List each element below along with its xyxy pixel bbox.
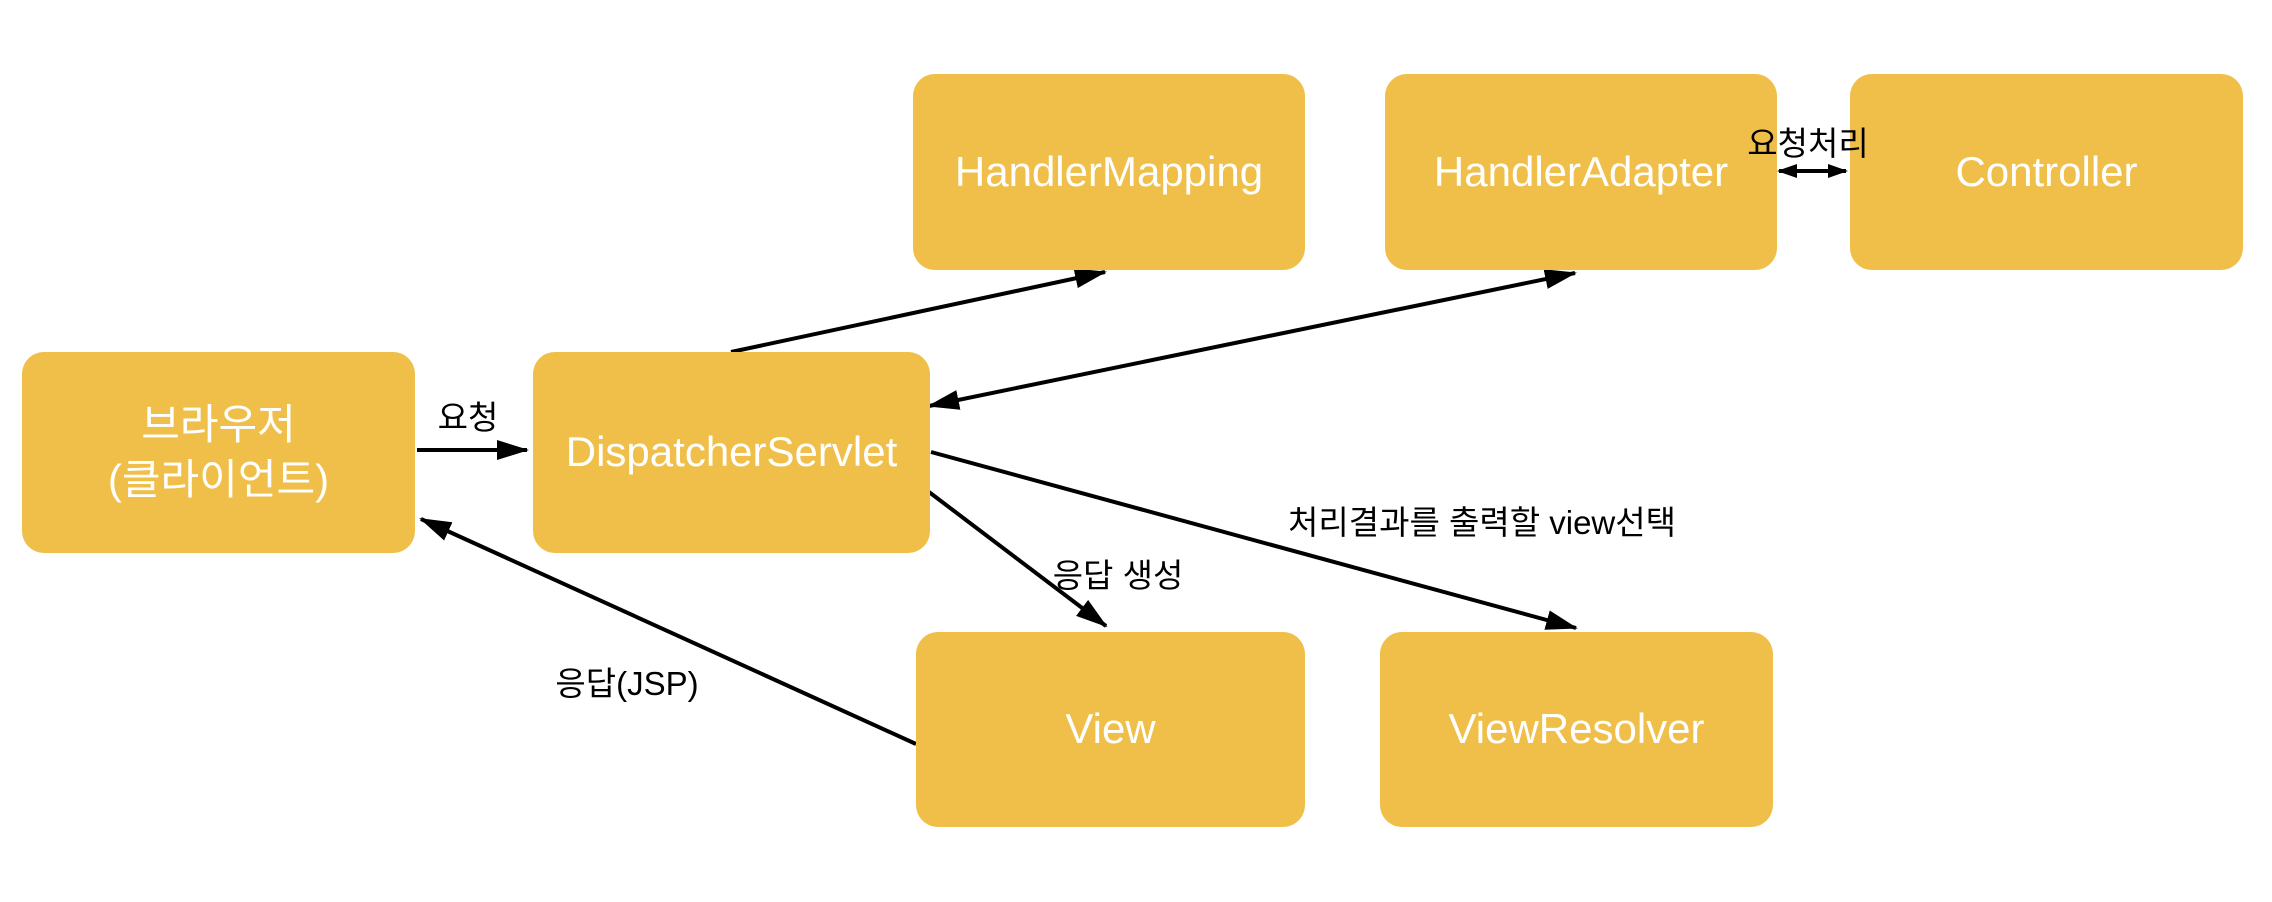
arrow-view-to-browser: [419, 517, 917, 746]
node-handler-mapping: HandlerMapping: [913, 74, 1305, 270]
arrow-dispatcher-to-handlermapping: [730, 268, 1107, 354]
node-dispatcher-servlet: DispatcherServlet: [533, 352, 930, 553]
arrow-dispatcher-to-view: [927, 490, 1108, 628]
arrow-dispatcher-handleradapter-bidirectional: [927, 269, 1577, 410]
node-handler-adapter: HandlerAdapter: [1385, 74, 1777, 270]
edge-label-response-jsp: 응답(JSP): [555, 665, 699, 702]
edge-label-request: 요청: [437, 399, 499, 436]
edge-label-response-creation: 응답 생성: [1052, 557, 1184, 594]
arrow-dispatcher-to-viewresolver: [930, 450, 1578, 630]
edge-label-request-handling: 요청처리: [1747, 125, 1869, 162]
node-controller: Controller: [1850, 74, 2243, 270]
node-view-resolver: ViewResolver: [1380, 632, 1773, 827]
edge-label-view-selection: 처리결과를 출력할 view선택: [1288, 504, 1676, 541]
node-browser-client: 브라우저 (클라이언트): [22, 352, 415, 553]
node-view: View: [916, 632, 1305, 827]
